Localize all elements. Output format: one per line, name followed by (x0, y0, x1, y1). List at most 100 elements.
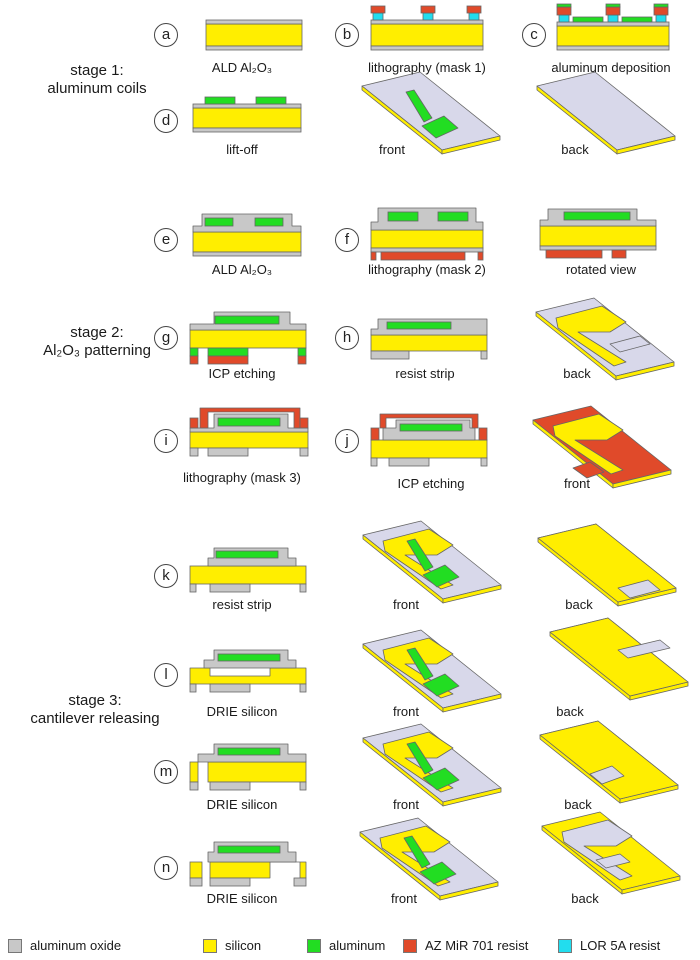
m-front-u (382, 731, 454, 793)
h-oxide-mask-bottom (370, 350, 410, 360)
step-letter-b: b (335, 23, 359, 47)
n-oxide-br (293, 877, 307, 887)
caption-n: DRIE silicon (206, 891, 278, 906)
step-letter-m: m (154, 760, 178, 784)
b-az-resist-1 (420, 5, 436, 14)
l-oxide-br (299, 683, 307, 693)
b-oxide-bottom (370, 45, 484, 51)
m-front-coil-pad (422, 767, 460, 791)
caption-c: aluminum deposition (551, 60, 671, 75)
legend-swatch-aluminum (307, 939, 321, 953)
l-oxide-bl (189, 683, 197, 693)
caption-d: lift-off (226, 142, 258, 157)
caption-l: DRIE silicon (206, 704, 278, 719)
caption-h: resist strip (395, 366, 455, 381)
i-oxide-bl (189, 447, 199, 457)
l-front-coil-pad (422, 673, 460, 697)
b-lor-resist-0 (372, 12, 384, 21)
label-j-front: front (563, 476, 591, 491)
a-oxide-top (205, 19, 303, 25)
i-resist-frame (199, 407, 301, 429)
m-oxide-bl (189, 781, 199, 791)
label-d-front: front (378, 142, 406, 157)
legend-label-oxide: aluminum oxide (30, 938, 122, 953)
h-silicon-wafer (370, 334, 488, 352)
n-front-coil-trace (403, 835, 431, 869)
label-l-back: back (556, 704, 584, 719)
label-l-front: front (392, 704, 420, 719)
n-back-window (595, 853, 631, 869)
b-az-resist-2 (466, 5, 482, 14)
d-al-coil-1 (204, 96, 236, 105)
d-front-coil-trace (405, 89, 433, 123)
j-silicon-wafer (370, 439, 488, 459)
d-oxide-top (192, 103, 302, 109)
d-al-coil-2 (255, 96, 287, 105)
n-silicon-left (189, 861, 203, 879)
m-front-coil-trace (406, 741, 434, 775)
stage-3-label: stage 3:cantilever releasing (30, 692, 160, 727)
n-front-u (379, 825, 451, 887)
j-resist-left (370, 427, 380, 441)
j-front-u (552, 413, 624, 475)
n-front-view-side-right (439, 881, 499, 901)
k-front-coil-pad (422, 564, 460, 588)
frot-al-coil (563, 211, 631, 221)
f-silicon-wafer (370, 229, 484, 249)
stage-2-label: stage 2:Al₂O₃ patterning (43, 324, 151, 359)
step-letter-g: g (154, 326, 178, 350)
frot-silicon-wafer (539, 225, 657, 247)
n-al-coil (217, 845, 281, 854)
label-h-back: back (563, 366, 591, 381)
m-oxide-br (299, 781, 307, 791)
n-front-coil-pad (419, 861, 457, 885)
step-letter-c: c (522, 23, 546, 47)
c-oxide-bottom (556, 45, 670, 51)
g-oxide-middle (207, 347, 249, 357)
g-oxide-side-left (189, 347, 199, 357)
k-al-coil (215, 550, 279, 559)
k-front-u (382, 528, 454, 590)
legend-label-aluminum: aluminum (329, 938, 386, 953)
a-oxide-bottom (205, 45, 303, 51)
f-resist-left (370, 251, 377, 261)
n-silicon-cantilever (209, 861, 307, 879)
c-az-resist-2 (653, 6, 669, 16)
f-resist-middle (380, 251, 466, 261)
legend-swatch-silicon (203, 939, 217, 953)
label-f-rotated: rotated view (565, 262, 637, 277)
m-back-window (589, 765, 625, 785)
l-oxide-bm (209, 683, 251, 693)
frot-oxide-bottom (539, 245, 657, 251)
i-resist-right (299, 417, 309, 429)
j-front-view-side-right (612, 469, 672, 489)
m-back-top (539, 720, 679, 800)
k-back-window (617, 579, 661, 599)
d-front-coil-pad (421, 115, 459, 139)
i-silicon-wafer (189, 431, 309, 449)
h-back-view-side-right (615, 361, 675, 381)
f-resist-right (477, 251, 484, 261)
caption-g: ICP etching (208, 366, 276, 381)
i-oxide-bm (207, 447, 249, 457)
c-al-top-0 (556, 3, 572, 8)
d-back-view-top (536, 71, 676, 151)
g-silicon-wafer (189, 329, 307, 349)
b-lor-resist-2 (468, 12, 480, 21)
caption-a: ALD Al₂O₃ (211, 60, 273, 75)
n-back-u (561, 819, 633, 881)
label-k-back: back (565, 597, 593, 612)
step-letter-f: f (335, 228, 359, 252)
caption-b: lithography (mask 1) (368, 60, 486, 75)
l-front-u (382, 637, 454, 699)
c-al-coil-2 (621, 16, 653, 23)
j-front-pad (572, 461, 605, 479)
c-al-top-1 (605, 3, 621, 8)
n-oxide-bl (189, 877, 203, 887)
b-silicon-wafer (370, 23, 484, 47)
b-az-resist-0 (370, 5, 386, 14)
b-lor-resist-1 (422, 12, 434, 21)
k-silicon-wafer (189, 565, 307, 585)
c-al-top-2 (653, 3, 669, 8)
step-letter-k: k (154, 564, 178, 588)
